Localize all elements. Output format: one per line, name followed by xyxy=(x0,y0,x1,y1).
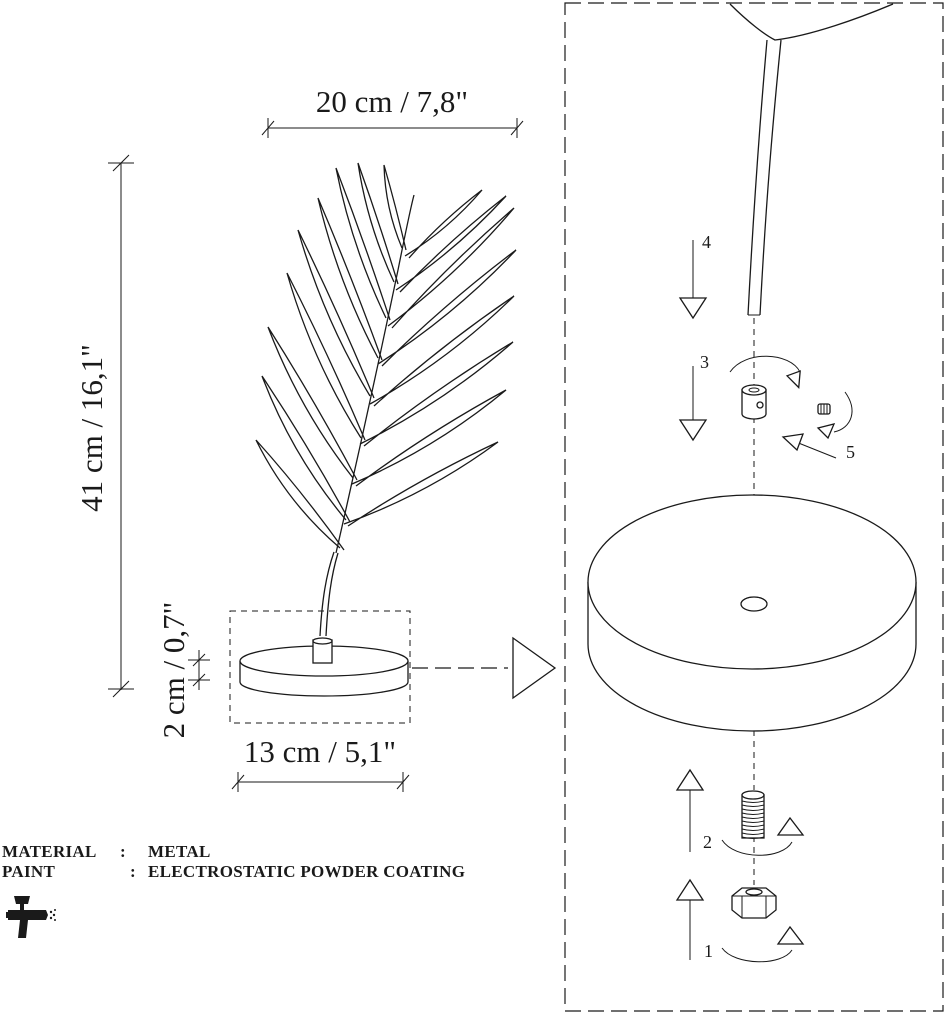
left-leaflet xyxy=(261,375,351,523)
lamp-stem-edge xyxy=(325,552,339,637)
right-leaflet xyxy=(377,249,517,367)
lamp-base-small xyxy=(229,610,411,724)
step-4-label: 4 xyxy=(702,232,711,252)
left-leaflet xyxy=(297,229,375,399)
paint-sep: : xyxy=(130,862,136,881)
material-key: MATERIAL xyxy=(2,842,97,861)
paint-key: PAINT xyxy=(2,862,56,881)
right-leaflet xyxy=(351,389,507,487)
threaded-rod xyxy=(741,790,765,839)
left-leaflet xyxy=(357,162,399,285)
left-leaflet xyxy=(383,164,407,251)
detail-pointer xyxy=(412,636,557,700)
detail-arrow-icon xyxy=(512,636,557,700)
step-4-arrow-icon xyxy=(678,297,708,320)
leaf-midrib xyxy=(335,194,415,554)
rod-thread xyxy=(741,824,765,827)
material-sep: : xyxy=(120,842,126,861)
width-dimension: 20 cm / 7,8" xyxy=(261,84,524,138)
left-leaflet xyxy=(286,272,366,441)
step-3-arrow-icon xyxy=(678,419,708,442)
left-leaflet xyxy=(267,326,358,481)
rod-thread xyxy=(741,832,765,835)
base-width-label: 13 cm / 5,1" xyxy=(244,734,396,769)
leaf-lamp-drawing xyxy=(255,162,517,637)
step-3-rotate-icon xyxy=(785,370,801,389)
height-dimension: 41 cm / 16,1" xyxy=(74,154,134,698)
detail-frame xyxy=(564,2,944,1012)
height-label: 41 cm / 16,1" xyxy=(74,344,109,512)
rod-thread xyxy=(741,836,765,839)
right-leaflet xyxy=(395,195,507,293)
step-1-arrow-icon xyxy=(675,878,705,901)
step-5-arrow-icon xyxy=(781,433,804,452)
right-leaflet xyxy=(359,341,514,447)
rod-thread xyxy=(741,812,765,815)
right-leaflet xyxy=(369,295,515,407)
width-label: 20 cm / 7,8" xyxy=(316,84,468,119)
rod-thread xyxy=(741,816,765,819)
base-width-dimension: 13 cm / 5,1" xyxy=(231,734,410,792)
rod-thread xyxy=(741,804,765,807)
spray-gun-icon xyxy=(6,896,56,938)
base-height-dimension: 2 cm / 0,7" xyxy=(156,602,210,739)
step-2-label: 2 xyxy=(703,832,712,852)
step-1-label: 1 xyxy=(704,941,713,961)
step-2-rotate-icon xyxy=(776,816,805,836)
step-5-label: 5 xyxy=(846,442,855,462)
paint-value: ELECTROSTATIC POWDER COATING xyxy=(148,862,466,881)
rod-thread xyxy=(741,820,765,823)
step-3-label: 3 xyxy=(700,352,709,372)
rod-thread xyxy=(741,808,765,811)
base-height-label: 2 cm / 0,7" xyxy=(156,602,191,739)
right-leaflet xyxy=(387,207,515,329)
exploded-view: 4 3 5 xyxy=(564,2,944,1012)
left-leaflet xyxy=(255,439,345,551)
set-screw xyxy=(817,403,831,415)
right-leaflet xyxy=(343,441,499,527)
lamp-base-large xyxy=(587,494,917,732)
step-1-rotate-icon xyxy=(776,925,805,945)
left-leaflet xyxy=(317,197,383,361)
rod-thread xyxy=(741,828,765,831)
base-callout-box xyxy=(229,610,411,724)
step-2-arrow-icon xyxy=(675,768,705,791)
hex-nut xyxy=(731,887,777,919)
locking-collar xyxy=(741,384,767,420)
lamp-stem xyxy=(319,551,335,637)
left-leaflet xyxy=(335,167,391,321)
step-5-rotate-icon xyxy=(816,423,836,440)
rod-thread xyxy=(741,800,765,803)
right-leaflet xyxy=(404,189,483,259)
leaf-leaflets xyxy=(255,162,517,551)
material-value: METAL xyxy=(148,842,211,861)
